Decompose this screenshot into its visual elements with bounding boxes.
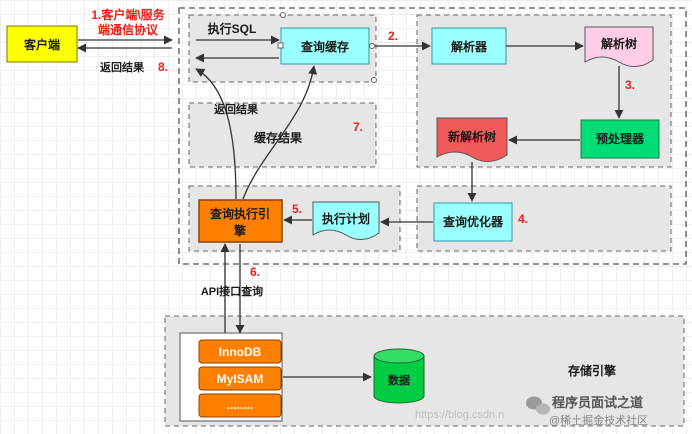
- new-parse-tree-label: 新解析树: [448, 129, 496, 144]
- arrow-engine-return: [195, 68, 237, 200]
- data-cylinder: [373, 348, 425, 404]
- more-engines-label: ........: [227, 398, 254, 412]
- protocol-label-1: 1.客户端\服务: [91, 7, 165, 22]
- cache-handle-left[interactable]: [277, 42, 284, 49]
- query-optimizer-box: [433, 202, 513, 242]
- cache-handle-right[interactable]: [369, 43, 375, 49]
- api-query-label: API接口查询: [201, 284, 263, 298]
- return-result-client-label: 返回结果: [100, 60, 144, 74]
- step5-label: 5.: [292, 202, 302, 216]
- preprocessor-label: 预处理器: [596, 131, 645, 146]
- step6-label: 6.: [250, 265, 260, 279]
- parser-box: [431, 27, 507, 65]
- storage-engine-label: 存储引擎: [567, 363, 616, 378]
- step7-label: 7.: [353, 120, 363, 134]
- cache-handle-bottom[interactable]: [371, 77, 377, 83]
- query-cache-label: 查询缓存: [300, 39, 349, 54]
- wechat-icon: [526, 396, 550, 415]
- query-engine-box: [198, 199, 283, 243]
- execution-plan-doc: [312, 201, 380, 240]
- client-label: 客户端: [23, 37, 60, 52]
- server-region: [178, 7, 687, 265]
- exec-sql-label: 执行SQL: [208, 21, 257, 36]
- query-engine-label-1: 查询执行引: [209, 206, 270, 221]
- cache-handle-top[interactable]: [280, 12, 286, 18]
- cache-result-label: 缓存结果: [254, 130, 302, 145]
- myisam-box: [198, 366, 282, 391]
- myisam-label: MyISAM: [217, 372, 264, 386]
- watermark-url: https://blog.csdn.n: [415, 409, 504, 421]
- watermark-brand-1: 程序员面试之道: [552, 395, 643, 410]
- step4-label: 4.: [518, 212, 528, 226]
- innodb-box: [198, 339, 282, 364]
- preprocessor-box: [580, 119, 660, 159]
- return-result-inner-label: 返回结果: [214, 102, 258, 116]
- parser-label: 解析器: [451, 39, 488, 54]
- client-box: [6, 25, 78, 63]
- arrow-engine-cache-result: [242, 65, 318, 200]
- step8-label: 8.: [158, 60, 168, 74]
- parse-tree-doc: [584, 26, 654, 67]
- execution-plan-label: 执行计划: [322, 211, 370, 226]
- step2-label: 2.: [388, 29, 398, 43]
- parse-tree-label: 解析树: [601, 36, 637, 51]
- new-parse-tree-doc: [436, 117, 508, 162]
- data-label: 数据: [388, 373, 410, 387]
- protocol-label-2: 端通信协议: [98, 22, 159, 37]
- step3-label: 3.: [625, 78, 635, 92]
- innodb-label: InnoDB: [219, 345, 262, 359]
- query-engine-label-2: 擎: [234, 223, 246, 238]
- more-engines-box: [198, 393, 282, 418]
- query-optimizer-label: 查询优化器: [442, 214, 504, 229]
- watermark-brand-2: @稀土掘金技术社区: [549, 413, 648, 427]
